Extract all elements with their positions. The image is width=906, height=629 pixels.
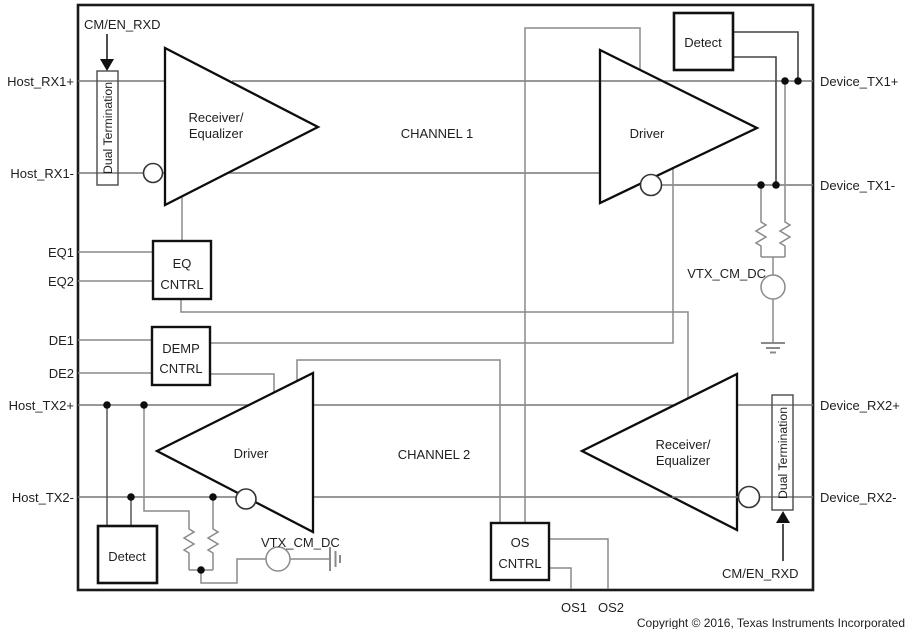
cm-en-rxd-arrow-top — [100, 34, 114, 71]
pin-label-os2: OS2 — [598, 600, 624, 615]
driver1-triangle — [598, 48, 760, 205]
dual-termination-box-ch2 — [771, 394, 794, 511]
pin-label-de2: DE2 — [49, 366, 74, 381]
os-control-wires — [296, 27, 641, 589]
ground-ch1 — [761, 342, 785, 354]
bubble-rxeq1-icon — [142, 162, 164, 184]
demp-cntrl-label-line2: CNTRL — [159, 361, 202, 376]
resistor-ch2-a — [143, 405, 196, 570]
vtx-source-ch2 — [265, 546, 291, 572]
arrow-up-icon — [776, 511, 790, 523]
vtx-cm-dc-label-ch2: VTX_CM_DC — [261, 535, 340, 550]
detect-box-ch2 — [96, 524, 159, 585]
vtx-cm-dc-label-ch1: VTX_CM_DC — [687, 266, 766, 281]
chip-outline — [76, 3, 815, 592]
dual-termination-label-ch2: Dual Termination — [776, 407, 790, 499]
pin-label-os1: OS1 — [561, 600, 587, 615]
dual-termination-label-ch1: Dual Termination — [101, 82, 115, 174]
demp-control-wires — [210, 167, 674, 393]
detect1-label: Detect — [684, 35, 722, 50]
pin-label-de1: DE1 — [49, 333, 74, 348]
pin-label-host-rx1-plus: Host_RX1+ — [7, 74, 74, 89]
detect2-wires — [106, 405, 132, 526]
pin-label-device-tx1-plus: Device_TX1+ — [820, 74, 898, 89]
ground-ch2 — [329, 547, 341, 571]
pin-label-host-tx2-plus: Host_TX2+ — [9, 398, 74, 413]
pin-label-cm-en-rxd-top: CM/EN_RXD — [84, 17, 161, 32]
bubble-rxeq2-icon — [737, 485, 761, 509]
pin-label-device-rx2-plus: Device_RX2+ — [820, 398, 900, 413]
resistor-ch1-b — [754, 185, 768, 257]
detect-box-ch1 — [672, 11, 735, 72]
inverter-bubbles — [142, 162, 761, 510]
detect1-wires — [734, 31, 799, 185]
demp-cntrl-box — [150, 325, 212, 387]
driver2-triangle — [154, 371, 315, 534]
pin-label-eq1: EQ1 — [48, 245, 74, 260]
termination-ch2 — [143, 405, 341, 584]
bubble-driver1-icon — [639, 173, 663, 197]
rxeq1-label-line2: Equalizer — [189, 126, 244, 141]
dual-termination-box-ch1 — [96, 70, 119, 186]
driver2-label: Driver — [234, 446, 269, 461]
rxeq2-label-line2: Equalizer — [656, 453, 711, 468]
pin-label-device-tx1-minus: Device_TX1- — [820, 178, 895, 193]
channel1-lines — [78, 80, 813, 186]
rxeq1-triangle — [163, 46, 321, 207]
eq-control-wires — [180, 196, 689, 399]
pin-label-eq2: EQ2 — [48, 274, 74, 289]
resistor-ch2-b — [206, 497, 220, 570]
bubble-driver2-icon — [235, 488, 257, 510]
eq-cntrl-label-line2: CNTRL — [160, 277, 203, 292]
channel1-label: CHANNEL 1 — [401, 126, 473, 141]
eq-cntrl-label-line1: EQ — [173, 256, 192, 271]
channel2-label: CHANNEL 2 — [398, 447, 470, 462]
pin-label-host-tx2-minus: Host_TX2- — [12, 490, 74, 505]
rxeq2-label-line1: Receiver/ — [656, 437, 711, 452]
detect2-label: Detect — [108, 549, 146, 564]
control-pin-stubs — [78, 251, 153, 374]
termination-ch1 — [754, 81, 792, 354]
demp-cntrl-label-line1: DEMP — [162, 341, 200, 356]
junction-dots — [103, 77, 802, 574]
copyright-text: Copyright © 2016, Texas Instruments Inco… — [637, 616, 905, 629]
pin-label-cm-en-rxd-bottom: CM/EN_RXD — [722, 566, 799, 581]
os-cntrl-box — [489, 521, 551, 582]
arrow-down-icon — [100, 59, 114, 71]
eq-cntrl-box — [151, 239, 213, 301]
driver1-label: Driver — [630, 126, 665, 141]
os-cntrl-label-line1: OS — [511, 535, 530, 550]
pin-label-host-rx1-minus: Host_RX1- — [10, 166, 74, 181]
resistor-ch1-a — [778, 81, 792, 257]
rxeq2-triangle — [579, 372, 739, 532]
os-cntrl-label-line2: CNTRL — [498, 556, 541, 571]
rxeq1-label-line1: Receiver/ — [189, 110, 244, 125]
pin-label-device-rx2-minus: Device_RX2- — [820, 490, 897, 505]
cm-en-rxd-arrow-bottom — [776, 511, 790, 561]
